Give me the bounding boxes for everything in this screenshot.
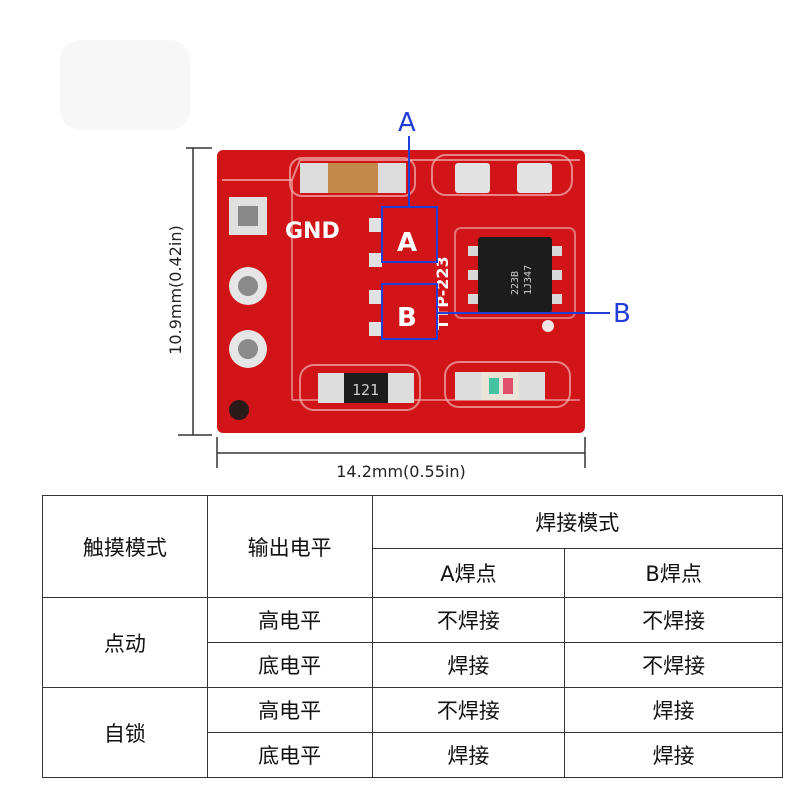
ic-chip: 223B 1J347: [468, 237, 562, 313]
header-b-pad: B焊点: [564, 548, 783, 598]
header-pin-square: [229, 197, 267, 235]
solder-pad: [517, 163, 552, 193]
a-cell: 焊接: [371, 732, 566, 778]
b-cell: 不焊接: [564, 597, 783, 643]
height-dimension: 10.9mm(0.42in): [166, 147, 212, 436]
b-cell: 焊接: [564, 732, 783, 778]
header-touch-mode: 触摸模式: [42, 495, 208, 598]
solder-pad: [455, 163, 490, 193]
level-cell: 高电平: [206, 597, 373, 643]
annotation-a: A: [381, 108, 438, 263]
a-cell: 不焊接: [371, 597, 566, 643]
a-cell: 焊接: [371, 642, 566, 688]
header-a-pad: A焊点: [371, 548, 566, 598]
mode-cell: 自锁: [42, 687, 208, 778]
a-cell: 不焊接: [371, 687, 566, 733]
height-label: 10.9mm(0.42in): [166, 225, 185, 355]
annotation-b-label: B: [613, 299, 631, 329]
led: [455, 372, 545, 400]
model-label: TTP-223: [433, 256, 452, 330]
mounting-hole: [229, 400, 249, 420]
chip-marking-1: 223B: [510, 271, 521, 295]
annotation-a-label: A: [398, 108, 416, 138]
header-solder-mode: 焊接模式: [371, 495, 784, 549]
resistor-code: 121: [352, 381, 379, 399]
pin1-dot: [542, 320, 554, 332]
gnd-label: GND: [285, 219, 340, 244]
solder-jumper-a: [369, 218, 382, 267]
level-cell: 高电平: [206, 687, 373, 733]
table-row: 底电平 焊接 不焊接: [43, 642, 783, 688]
mode-cell: 点动: [42, 597, 208, 688]
header-pin-round: [229, 267, 267, 305]
mode-table: 触摸模式 输出电平 焊接模式 A焊点 B焊点 点动 高电平 不焊接 不焊接 底电…: [42, 495, 784, 778]
level-cell: 底电平: [206, 642, 373, 688]
chip-marking-2: 1J347: [523, 265, 534, 295]
table-row: 点动 高电平 不焊接 不焊接: [42, 597, 783, 688]
background-shadow: [60, 40, 190, 130]
product-figure: GND A B TTP-223: [60, 40, 631, 481]
level-cell: 底电平: [206, 732, 373, 778]
table-row: 自锁 高电平 不焊接 焊接: [42, 687, 783, 778]
header-pin-round: [229, 330, 267, 368]
capacitor: [300, 163, 406, 193]
b-cell: 焊接: [564, 687, 783, 733]
annotation-b: B: [381, 283, 631, 340]
width-dimension: 14.2mm(0.55in): [216, 437, 586, 481]
width-label: 14.2mm(0.55in): [336, 462, 466, 481]
pad-b-label: B: [397, 303, 417, 333]
resistor: 121: [318, 373, 414, 403]
solder-jumper-b: [369, 290, 382, 336]
pad-a-label: A: [397, 228, 417, 258]
table-row: 底电平 焊接 焊接: [43, 732, 783, 778]
b-cell: 不焊接: [564, 642, 783, 688]
pcb-board: GND A B TTP-223: [217, 150, 585, 433]
header-output-level: 输出电平: [206, 495, 373, 598]
